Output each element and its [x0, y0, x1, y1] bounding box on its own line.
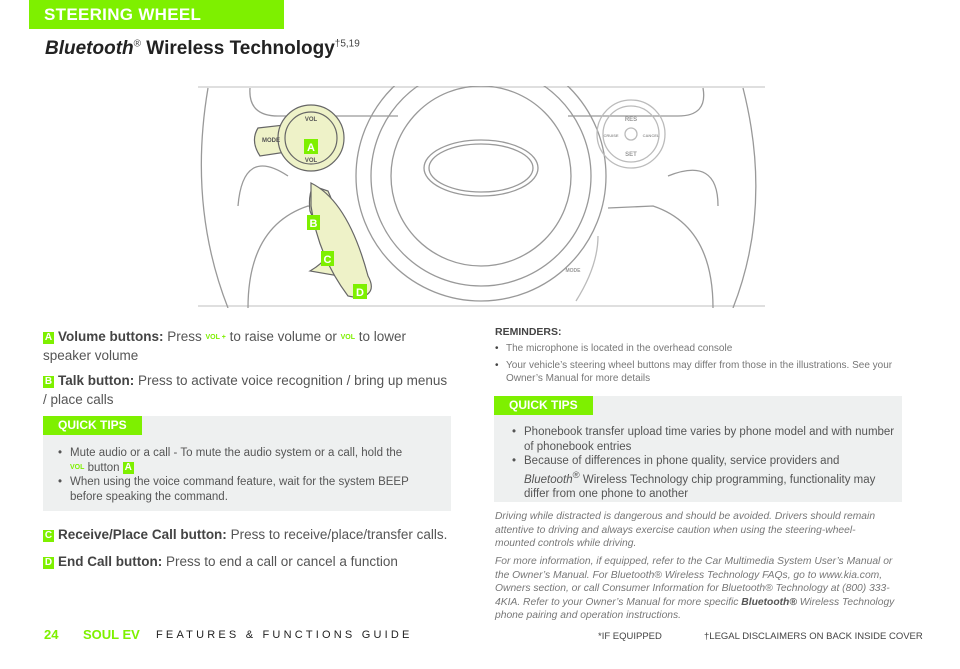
tip-text: Because of differences in phone quality,… — [524, 455, 840, 467]
mode-right-label: MODE — [566, 268, 582, 274]
title-reg: ® — [133, 38, 142, 50]
steering-wheel-illustration: MODE VOL VOL RES SET CRUISE CANCEL MODE … — [198, 86, 765, 308]
tip-item: Phonebook transfer upload time varies by… — [512, 425, 897, 454]
item-text: Press to end a call or cancel a function — [162, 554, 398, 569]
page-title: Bluetooth® Wireless Technology†5,19 — [45, 38, 360, 60]
badge-a: A — [43, 332, 54, 344]
disclaimer-text: For more information, if equipped, refer… — [495, 556, 893, 608]
talk-button-item: B Talk button: Press to activate voice re… — [43, 371, 453, 409]
title-footnote: †5,19 — [334, 38, 360, 50]
badge-b: B — [43, 376, 54, 388]
vol-up-label: VOL — [305, 117, 318, 123]
cruise-label: CRUISE — [603, 133, 618, 138]
tip-text: button — [84, 461, 123, 474]
tip-item: Because of differences in phone quality,… — [512, 454, 897, 501]
reminders: REMINDERS: The microphone is located in … — [495, 326, 905, 389]
reminder-item: Your vehicle’s steering wheel buttons ma… — [495, 359, 905, 385]
item-text: to lower speaker volume — [43, 329, 407, 363]
tip-text: ® — [572, 469, 580, 481]
section-header: STEERING WHEEL CONTROLS — [29, 0, 284, 54]
reminder-item: The microphone is located in the overhea… — [495, 342, 905, 355]
badge-a: A — [122, 461, 134, 474]
footer-model: SOUL EV — [83, 627, 140, 642]
tip-text: Bluetooth — [524, 473, 573, 486]
item-text: Press to receive/place/transfer calls. — [226, 527, 448, 542]
item-label: Talk button: — [58, 373, 135, 388]
vol-down-icon: VOL — [340, 334, 355, 341]
tip-item: Mute audio or a call - To mute the audio… — [58, 446, 418, 475]
footer-legal: †LEGAL DISCLAIMERS ON BACK INSIDE COVER — [704, 631, 923, 642]
item-label: Volume buttons: — [58, 329, 164, 344]
callout-badges: A B C D — [304, 139, 367, 299]
reminders-heading: REMINDERS: — [495, 326, 562, 338]
page-number: 24 — [44, 627, 59, 642]
quick-tips-label: QUICK TIPS — [494, 396, 593, 415]
receive-call-item: C Receive/Place Call button: Press to rec… — [43, 525, 453, 544]
distracted-driving-disclaimer: Driving while distracted is dangerous an… — [495, 511, 876, 549]
vol-down-label: VOL — [305, 158, 318, 164]
callout-b: B — [310, 218, 318, 230]
disclaimer-bold: Bluetooth® — [741, 596, 797, 608]
mode-button-label: MODE — [262, 138, 280, 144]
title-bluetooth: Bluetooth — [45, 38, 134, 59]
item-text: Press to activate voice recognition / br… — [43, 373, 448, 407]
more-info-disclaimer: For more information, if equipped, refer… — [495, 555, 895, 623]
callout-d: D — [356, 287, 364, 299]
disclaimer-text: Wireless Technology phone pairing and op… — [495, 596, 895, 622]
item-text: Press — [163, 329, 206, 344]
item-label: Receive/Place Call button: — [58, 527, 227, 542]
tip-text: Mute audio or a call - To mute the audio… — [70, 447, 403, 459]
tip-text: Wireless Technology chip programming, fu… — [524, 473, 876, 500]
res-label: RES — [625, 117, 637, 123]
item-text: to raise volume or — [225, 329, 341, 344]
cancel-label: CANCEL — [643, 133, 660, 138]
vol-down-icon: VOL — [70, 463, 85, 471]
footer-guide: FEATURES & FUNCTIONS GUIDE — [156, 629, 413, 641]
quick-tips-right: QUICK TIPS Phonebook transfer upload tim… — [494, 396, 902, 502]
quick-tips-left: QUICK TIPS Mute audio or a call - To mut… — [43, 416, 451, 511]
volume-buttons-item: A Volume buttons: Press VOL + to raise vo… — [43, 327, 453, 365]
title-rest: Wireless Technology — [141, 38, 335, 59]
callout-a: A — [307, 142, 315, 154]
item-label: End Call button: — [58, 554, 163, 569]
footer-if-equipped: *IF EQUIPPED — [598, 631, 662, 642]
tip-item: When using the voice command feature, wa… — [58, 475, 418, 504]
vol-up-icon: VOL + — [205, 334, 226, 341]
quick-tips-label: QUICK TIPS — [43, 416, 142, 435]
end-call-item: D End Call button: Press to end a call or… — [43, 552, 453, 571]
badge-d: D — [43, 557, 54, 569]
badge-c: C — [43, 530, 54, 542]
callout-c: C — [324, 254, 332, 266]
set-label: SET — [625, 152, 637, 158]
